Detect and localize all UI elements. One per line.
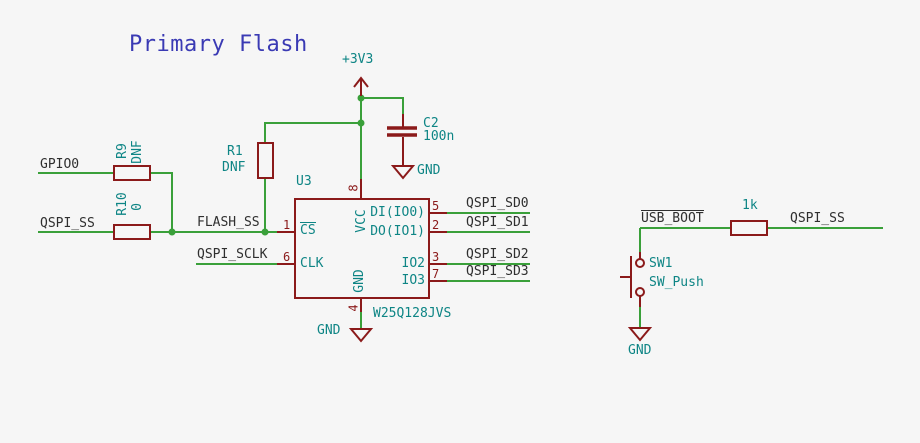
gnd-symbol-u3[interactable] (348, 328, 374, 343)
c2-value[interactable]: 100n (423, 129, 455, 144)
power-3v3-arrow[interactable] (353, 76, 369, 88)
wire-3v3-to-c2[interactable] (361, 97, 404, 114)
u3-pin-name-cs: CS (300, 222, 316, 238)
r1-resistor-body[interactable] (257, 142, 274, 179)
net-label-qspi-ss-right[interactable]: QSPI_SS (790, 211, 845, 226)
u3-flash-chip-body[interactable] (294, 198, 430, 299)
sw1-contact-bottom[interactable] (635, 287, 645, 297)
u3-pin-name-clk: CLK (300, 256, 324, 271)
u3-pin-number-7: 7 (432, 267, 440, 281)
r9-resistor-body[interactable] (113, 165, 151, 181)
junction-dot (357, 94, 365, 102)
u3-value[interactable]: W25Q128JVS (373, 306, 452, 321)
u3-pin-name-di: DI(IO0) (370, 205, 425, 220)
r10-value[interactable]: 0 (129, 203, 145, 211)
junction-dot (357, 119, 365, 127)
u3-pin-number-8: 8 (346, 184, 361, 192)
u3-pin-number-2: 2 (432, 218, 440, 232)
u3-reference[interactable]: U3 (296, 174, 312, 189)
pullup-1k-resistor-body[interactable] (730, 220, 768, 236)
power-label-3v3[interactable]: +3V3 (342, 52, 374, 67)
u3-pin-name-vcc: VCC (353, 209, 369, 233)
r9-value[interactable]: DNF (129, 140, 145, 164)
net-label-qspi-sclk[interactable]: QSPI_SCLK (197, 247, 268, 262)
gnd-symbol-sw[interactable] (627, 327, 653, 342)
wire-r9-to-ss[interactable] (150, 172, 173, 232)
u3-pin-name-io2: IO2 (401, 256, 425, 271)
net-label-flash-ss[interactable]: FLASH_SS (197, 215, 260, 230)
u3-pin-number-6: 6 (283, 250, 291, 264)
power-label-gnd-c2[interactable]: GND (417, 163, 441, 178)
u3-pin-number-4: 4 (346, 304, 361, 312)
r10-reference[interactable]: R10 (114, 192, 130, 216)
sheet-title[interactable]: Primary Flash (129, 32, 308, 57)
u3-pin-name-gnd: GND (351, 269, 367, 293)
wire-r1-top[interactable] (264, 122, 361, 143)
r1-value[interactable]: DNF (222, 160, 246, 175)
pullup-1k-value[interactable]: 1k (742, 198, 758, 213)
sw1-value[interactable]: SW_Push (649, 275, 704, 290)
u3-pin-number-3: 3 (432, 250, 440, 264)
net-label-qspi-ss[interactable]: QSPI_SS (40, 216, 95, 231)
net-label-qspi-sd2[interactable]: QSPI_SD2 (466, 247, 529, 262)
u3-pin-number-5: 5 (432, 199, 440, 213)
net-label-usb-boot[interactable]: USB_BOOT (641, 210, 704, 226)
junction-dot (261, 228, 269, 236)
u3-pin-number-1: 1 (283, 218, 291, 232)
sw1-contact-top[interactable] (635, 258, 645, 268)
net-label-qspi-sd3[interactable]: QSPI_SD3 (466, 264, 529, 279)
c2-reference[interactable]: C2 (423, 116, 439, 131)
power-label-gnd-sw[interactable]: GND (628, 343, 652, 358)
r1-reference[interactable]: R1 (227, 144, 243, 159)
net-label-gpio0[interactable]: GPIO0 (40, 157, 80, 172)
gnd-symbol-c2[interactable] (390, 165, 416, 180)
u3-pin-name-do: DO(IO1) (370, 224, 425, 239)
u3-pin-name-io3: IO3 (401, 273, 425, 288)
junction-dot (168, 228, 176, 236)
sw1-reference[interactable]: SW1 (649, 256, 673, 271)
power-label-gnd-u3[interactable]: GND (317, 323, 341, 338)
r10-resistor-body[interactable] (113, 224, 151, 240)
r9-reference[interactable]: R9 (114, 143, 130, 159)
net-label-qspi-sd1[interactable]: QSPI_SD1 (466, 215, 529, 230)
net-label-qspi-sd0[interactable]: QSPI_SD0 (466, 196, 529, 211)
